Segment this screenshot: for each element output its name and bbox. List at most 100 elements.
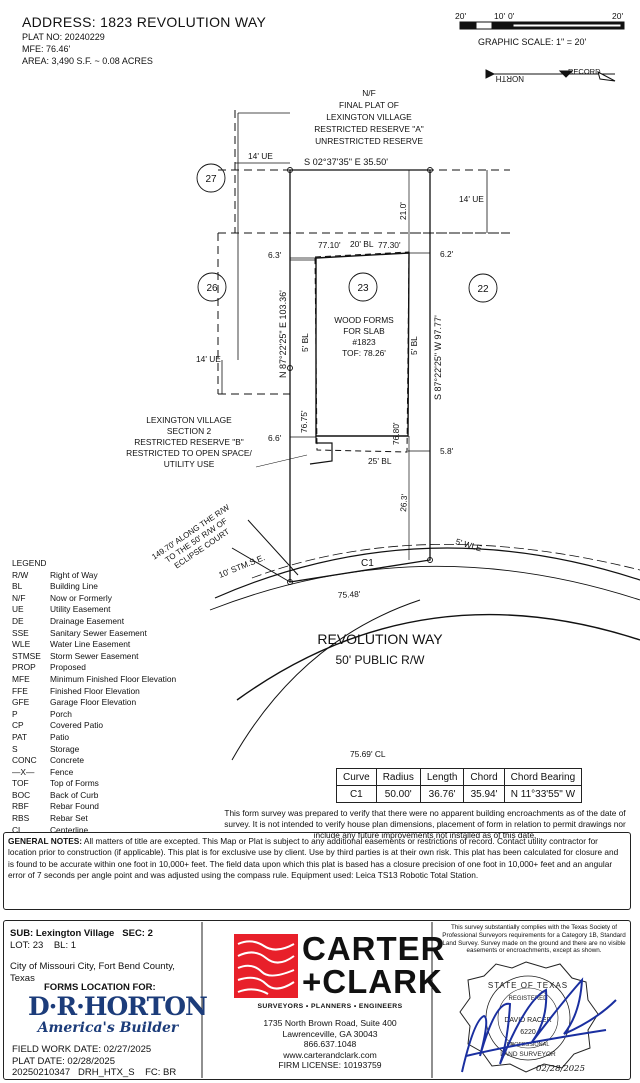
building-line <box>314 251 410 453</box>
plat-date: PLAT DATE: 02/28/2025 <box>12 1055 115 1067</box>
dr-horton-logo: D·R·HORTON America's Builder <box>28 994 208 1040</box>
legend-definition: Finished Floor Elevation <box>50 685 140 696</box>
legend-definition: Concrete <box>50 755 84 766</box>
legend-abbrev: UE <box>12 604 24 615</box>
reserve-b-line: UTILITY USE <box>164 459 215 469</box>
dist-263: 26.3' <box>398 493 409 512</box>
radius-cell: 50.00' <box>375 785 421 803</box>
legend-definition: Patio <box>50 731 70 742</box>
nf-line: N/F <box>362 88 376 98</box>
legend-definition: Covered Patio <box>50 720 104 731</box>
curve-cell: C1 <box>336 785 377 803</box>
lot-boundary <box>289 169 431 583</box>
carter-license: FIRM LICENSE: 10193759 <box>278 1060 382 1070</box>
scale-tick-20-right: 20' <box>612 11 623 21</box>
north-arrow-icon <box>485 69 616 82</box>
row-line-curb <box>209 565 640 611</box>
general-notes: GENERAL NOTES: All matters of title are … <box>3 832 631 910</box>
notes-text: All matters of title are excepted. This … <box>8 836 619 881</box>
reserve-b-line: RESTRICTED TO OPEN SPACE/ <box>126 448 252 458</box>
legend-abbrev: RBS <box>12 813 30 824</box>
forms-line: #1823 <box>352 337 376 347</box>
disclaimer: This form survey was prepared to verify … <box>224 808 626 840</box>
legend-definition: Utility Easement <box>50 604 111 615</box>
job-info: SUB: Lexington Village SEC: 2 LOT: 23 BL… <box>10 928 200 985</box>
forms-line: TOF: 78.26' <box>342 348 386 358</box>
curve-table-header: Chord Bearing <box>503 768 583 786</box>
corner-pin <box>427 167 433 173</box>
offset-58: 5.8' <box>440 446 454 456</box>
nf-line: UNRESTRICTED RESERVE <box>315 136 423 146</box>
legend-definition: Top of Forms <box>50 778 99 789</box>
legend-abbrev: CL <box>12 824 23 835</box>
legend-definition: Porch <box>50 708 72 719</box>
mfe-value: MFE: 76.46' <box>22 44 71 54</box>
carter-web[interactable]: www.carterandclark.com <box>283 1049 377 1060</box>
lot-27: 27 <box>205 174 217 185</box>
area-value: AREA: 3,490 S.F. ~ 0.08 ACRES <box>22 56 153 66</box>
clark-name: +CLARK <box>302 963 443 1000</box>
scale-tick-10: 10' <box>494 11 505 21</box>
lot-26-circle <box>197 272 227 302</box>
street-cl <box>231 599 421 761</box>
scale-tick-0: 0' <box>508 11 515 21</box>
seal-state: STATE OF TEXAS <box>488 981 568 990</box>
forms-line: FOR SLAB <box>343 326 385 336</box>
street-curb <box>236 613 640 701</box>
legend-definition: Minimum Finished Floor Elevation <box>50 673 177 684</box>
seal-registered: REGISTERED <box>508 996 548 1002</box>
lot-number: LOT: 23 <box>10 940 44 951</box>
forms-location-label: FORMS LOCATION FOR: <box>44 982 156 993</box>
dr-horton-tagline: America's Builder <box>37 1020 179 1036</box>
legend-definition: Now or Formerly <box>50 592 112 603</box>
plat-number: PLAT NO: 20240229 <box>22 32 105 42</box>
corner-pin <box>287 167 293 173</box>
slab-forms <box>315 252 410 437</box>
legend-abbrev: STMSE <box>12 650 41 661</box>
legend-item: —X—Fence <box>12 767 176 779</box>
reserve-b-line: LEXINGTON VILLAGE <box>146 415 232 425</box>
curve-table-header: Length <box>419 768 465 786</box>
signature-date: 02/28/2025 <box>536 1064 585 1074</box>
legend-definition: Back of Curb <box>50 789 99 800</box>
seal-number: 6220 <box>520 1029 536 1036</box>
lot-26: 26 <box>206 283 218 294</box>
offset-66: 6.6' <box>268 433 282 443</box>
wle-line <box>251 543 640 579</box>
legend-definition: Storm Sewer Easement <box>50 650 139 661</box>
signature <box>461 977 617 1073</box>
ue-left-top: 14' UE <box>248 151 273 161</box>
corner-pin <box>287 365 293 371</box>
legend-item: N/F Now or Formerly <box>12 593 176 605</box>
legend-abbrev: PROP <box>12 662 36 673</box>
legend-definition: Rebar Set <box>50 813 88 824</box>
legend-abbrev: N/F <box>12 592 26 603</box>
lot-23: 23 <box>357 283 369 294</box>
state: Texas <box>10 973 35 984</box>
field-work-date: FIELD WORK DATE: 02/27/2025 <box>12 1044 152 1055</box>
section: SEC: 2 <box>122 928 153 939</box>
legend-abbrev: FFE <box>12 685 28 696</box>
length-cell: 36.76' <box>419 785 465 803</box>
legend-abbrev: DE <box>12 615 24 626</box>
legend-definition: Sanitary Sewer Easement <box>50 627 147 638</box>
carter-contact: 1735 North Brown Road, Suite 400 Lawrenc… <box>230 1018 430 1071</box>
legend-definition: Garage Floor Elevation <box>50 697 137 708</box>
legend-abbrev: BOC <box>12 789 31 800</box>
table-row: C1 50.00' 36.76' 35.94' N 11°33'55" W <box>336 785 583 803</box>
lot-22-circle <box>468 273 498 303</box>
job-number: 20250210347 <box>12 1067 71 1078</box>
notes-label: GENERAL NOTES: <box>8 836 83 846</box>
legend-item: UE Utility Easement <box>12 604 176 616</box>
offset-62: 6.2' <box>440 249 454 259</box>
dist-21: 21.0' <box>398 202 408 220</box>
